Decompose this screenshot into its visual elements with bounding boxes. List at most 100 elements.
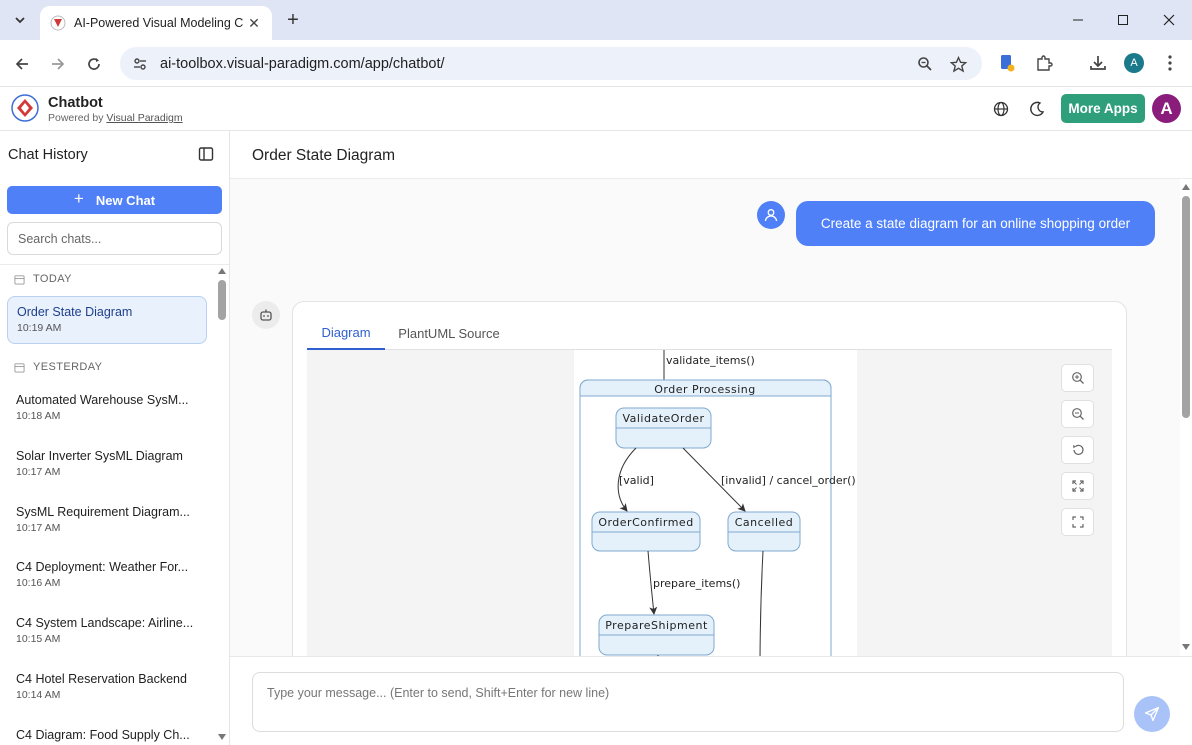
transition-valid-label: [valid] xyxy=(619,474,654,487)
chat-item-title: C4 Diagram: Food Supply Ch... xyxy=(16,728,190,742)
sidebar-scroll-thumb[interactable] xyxy=(218,280,226,320)
chat-item-active[interactable]: Order State Diagram 10:19 AM xyxy=(7,296,207,344)
close-window-button[interactable] xyxy=(1146,0,1192,40)
reload-button[interactable] xyxy=(81,51,107,77)
user-icon xyxy=(764,209,778,222)
fullscreen-button[interactable] xyxy=(1061,508,1094,536)
state-prepare-shipment[interactable]: PrepareShipment xyxy=(598,614,715,656)
chat-item[interactable]: Solar Inverter SysML Diagram 10:17 AM xyxy=(7,441,207,489)
tab-title: AI-Powered Visual Modeling Ch xyxy=(74,16,244,30)
minimize-window-button[interactable] xyxy=(1055,0,1101,40)
tab-plantuml-source[interactable]: PlantUML Source xyxy=(398,325,500,341)
user-avatar[interactable]: A xyxy=(1152,94,1181,123)
message-composer xyxy=(230,656,1192,745)
back-button[interactable] xyxy=(9,51,35,77)
browser-tab-active[interactable]: AI-Powered Visual Modeling Ch ✕ xyxy=(40,6,272,40)
chat-item-time: 10:15 AM xyxy=(16,633,61,645)
profile-avatar: A xyxy=(1124,53,1144,73)
sidebar-divider xyxy=(0,264,229,265)
language-globe-icon[interactable] xyxy=(990,98,1012,120)
new-tab-button[interactable]: + xyxy=(287,8,299,31)
extensions-puzzle-icon[interactable] xyxy=(1033,52,1055,74)
chat-item[interactable]: C4 Diagram: Food Supply Ch... xyxy=(7,720,207,745)
chat-item[interactable]: C4 Deployment: Weather For... 10:16 AM xyxy=(7,552,207,600)
profile-button[interactable]: A xyxy=(1123,52,1145,74)
bot-message-avatar xyxy=(252,301,280,329)
browser-menu-icon[interactable] xyxy=(1159,52,1181,74)
state-label: OrderConfirmed xyxy=(598,516,693,529)
chat-main-panel: Order State Diagram Create a state diagr… xyxy=(230,131,1192,745)
chat-item[interactable]: C4 System Landscape: Airline... 10:15 AM xyxy=(7,608,207,656)
zoom-out-button[interactable] xyxy=(1061,400,1094,428)
chat-item-time: 10:16 AM xyxy=(16,577,61,589)
user-message-avatar xyxy=(757,201,785,229)
address-bar[interactable]: ai-toolbox.visual-paradigm.com/app/chatb… xyxy=(120,47,982,80)
new-chat-button[interactable]: + New Chat xyxy=(7,186,222,214)
maximize-window-button[interactable] xyxy=(1100,0,1146,40)
sidebar-scrollbar[interactable] xyxy=(216,265,228,745)
search-chats-input[interactable] xyxy=(7,222,222,255)
zoom-out-icon xyxy=(1071,408,1084,420)
visual-paradigm-favicon-icon xyxy=(50,15,66,31)
chat-item-time: 10:19 AM xyxy=(17,322,62,334)
diagram-viewport[interactable]: validate_items() Order Processing Valida… xyxy=(307,350,1112,656)
reset-view-button[interactable] xyxy=(1061,436,1094,464)
state-validate-order[interactable]: ValidateOrder xyxy=(615,407,712,449)
scroll-up-icon[interactable] xyxy=(1182,183,1190,190)
state-order-confirmed[interactable]: OrderConfirmed xyxy=(591,511,701,552)
transition-valid-arrow xyxy=(617,447,637,512)
group-label-yesterday-text: YESTERDAY xyxy=(33,361,103,373)
transition-prepare-arrow xyxy=(647,550,658,615)
more-apps-button[interactable]: More Apps xyxy=(1061,94,1145,123)
forward-button[interactable] xyxy=(45,51,71,77)
chevron-down-icon xyxy=(15,17,25,24)
composite-state-label: Order Processing xyxy=(654,383,756,396)
visual-paradigm-logo-icon xyxy=(11,94,39,122)
tab-diagram[interactable]: Diagram xyxy=(307,316,385,350)
extension-doc-icon[interactable] xyxy=(996,52,1018,74)
fullscreen-icon xyxy=(1071,516,1084,528)
site-settings-icon[interactable] xyxy=(132,56,148,72)
chat-item[interactable]: Automated Warehouse SysM... 10:18 AM xyxy=(7,385,207,433)
reload-icon xyxy=(88,58,100,70)
visual-paradigm-link[interactable]: Visual Paradigm xyxy=(106,112,183,124)
send-button[interactable] xyxy=(1134,696,1170,732)
downloads-icon[interactable] xyxy=(1087,52,1109,74)
sidebar-toggle-icon[interactable] xyxy=(198,146,214,162)
robot-icon xyxy=(260,309,272,321)
arrow-left-icon xyxy=(15,58,28,70)
entry-transition-label: validate_items() xyxy=(666,354,755,367)
app-title: Chatbot xyxy=(48,95,103,111)
send-paper-plane-icon xyxy=(1144,706,1160,722)
main-divider xyxy=(230,178,1192,179)
bookmark-star-icon[interactable] xyxy=(948,54,968,74)
browser-toolbar: ai-toolbox.visual-paradigm.com/app/chatb… xyxy=(0,40,1192,87)
powered-by: Powered by Visual Paradigm xyxy=(48,112,183,124)
minimize-icon xyxy=(1073,19,1083,21)
cancelled-outgoing-line xyxy=(759,550,764,656)
chat-item[interactable]: C4 Hotel Reservation Backend 10:14 AM xyxy=(7,664,207,712)
new-chat-label: New Chat xyxy=(95,192,156,208)
url-text[interactable]: ai-toolbox.visual-paradigm.com/app/chatb… xyxy=(160,55,445,72)
state-diagram-svg: validate_items() Order Processing Valida… xyxy=(579,350,856,656)
chat-item-title: Solar Inverter SysML Diagram xyxy=(16,449,183,463)
chat-scrollbar[interactable] xyxy=(1180,179,1192,656)
scroll-down-icon[interactable] xyxy=(218,734,226,741)
state-cancelled[interactable]: Cancelled xyxy=(727,511,801,552)
fit-to-screen-button[interactable] xyxy=(1061,472,1094,500)
message-input[interactable] xyxy=(252,672,1124,732)
zoom-page-icon[interactable] xyxy=(915,54,935,74)
diagram-canvas: validate_items() Order Processing Valida… xyxy=(574,350,857,656)
zoom-in-button[interactable] xyxy=(1061,364,1094,392)
transition-invalid-arrow xyxy=(682,447,746,512)
tab-search-dropdown[interactable] xyxy=(8,8,32,32)
scroll-down-icon[interactable] xyxy=(1182,644,1190,651)
scroll-up-icon[interactable] xyxy=(218,267,226,274)
tab-close-icon[interactable]: ✕ xyxy=(248,14,260,31)
state-label: PrepareShipment xyxy=(605,619,708,632)
dark-mode-moon-icon[interactable] xyxy=(1026,98,1048,120)
plus-icon: + xyxy=(73,189,84,208)
chat-scroll-thumb[interactable] xyxy=(1182,196,1190,418)
chat-item[interactable]: SysML Requirement Diagram... 10:17 AM xyxy=(7,497,207,545)
composite-state-order-processing[interactable]: Order Processing xyxy=(579,379,832,656)
